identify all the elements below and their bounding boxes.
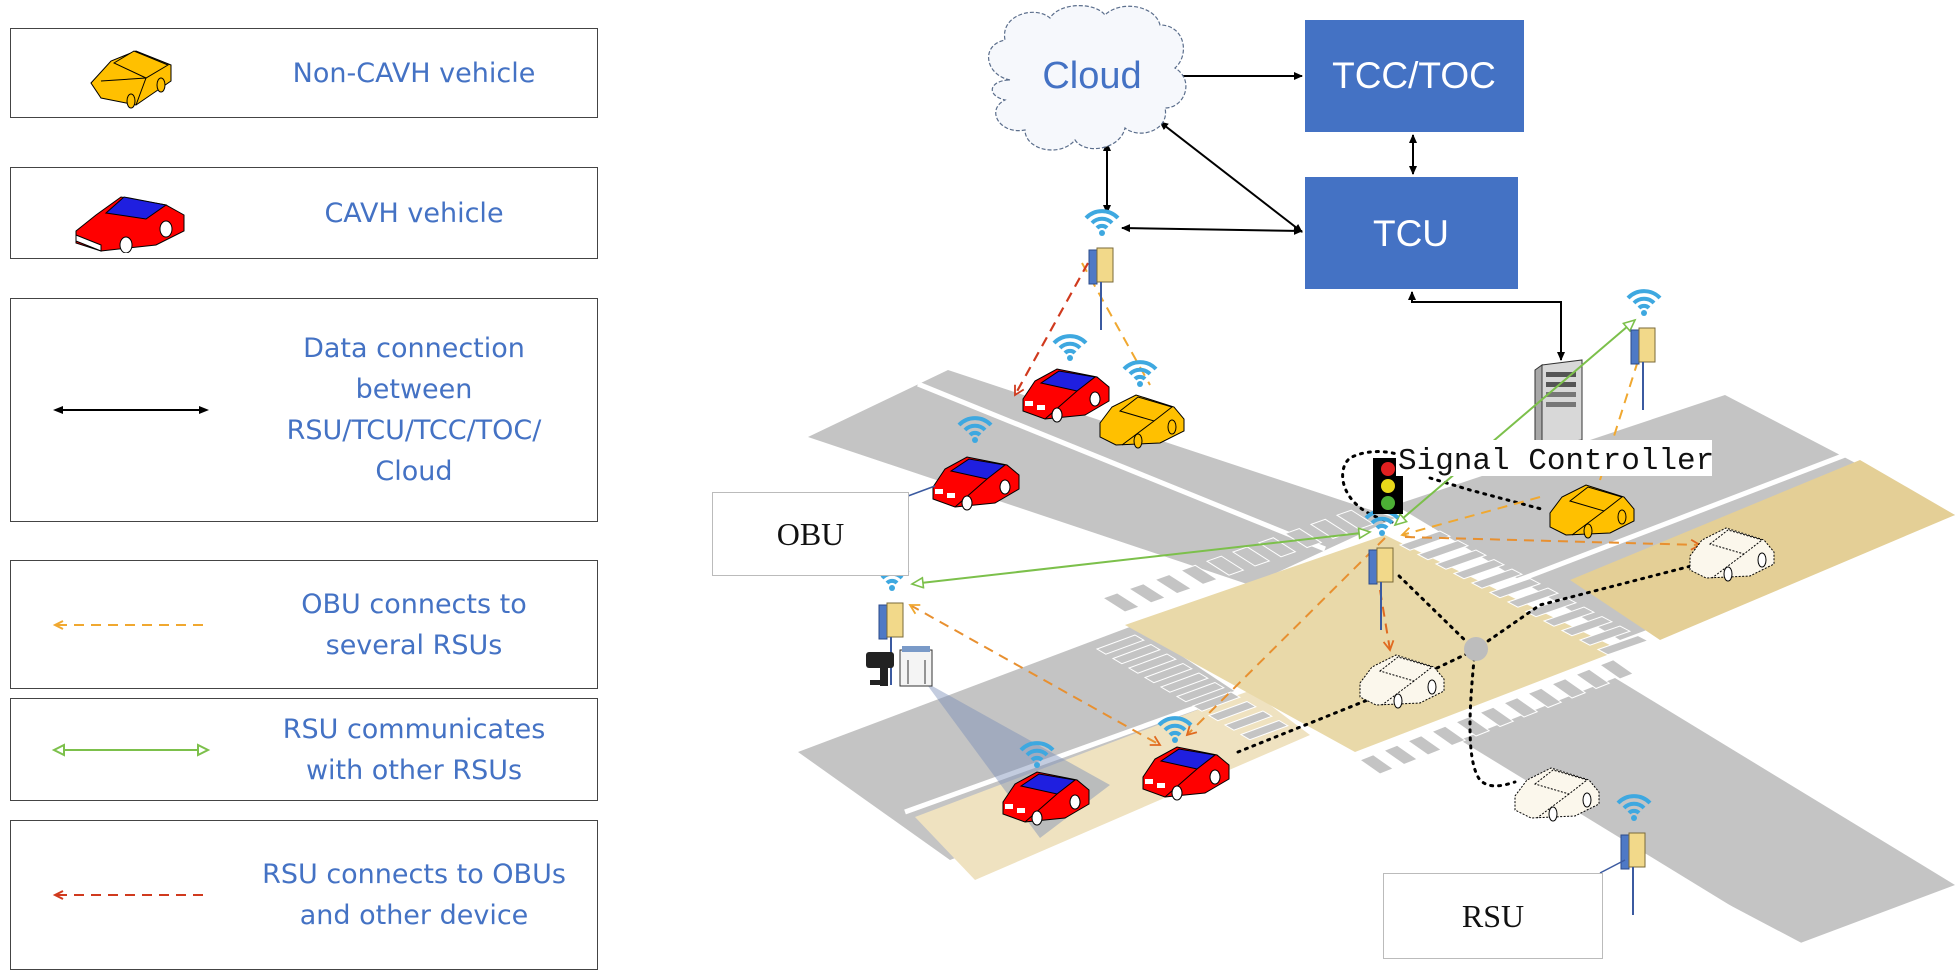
- signal-controller-label: Signal Controller: [1398, 444, 1714, 479]
- crosswalk-stripe: [1101, 592, 1141, 613]
- yellow-car-icon: [41, 29, 221, 117]
- crosswalk-stripe: [1430, 725, 1467, 747]
- legend-label: Data connection between RSU/TCU/TCC/TOC/…: [286, 333, 542, 487]
- camera-icon: [866, 652, 894, 686]
- crosswalk-stripe: [1382, 744, 1419, 766]
- tcc-toc-label: TCC/TOC: [1332, 55, 1496, 96]
- obu-callout-line: [907, 485, 936, 497]
- crosswalk-stripe: [1470, 568, 1524, 589]
- obu-rsu-links: [908, 262, 1702, 746]
- tcc-toc-node[interactable]: TCC/TOC: [1305, 20, 1524, 132]
- legend-item-data-connection: Data connection between RSU/TCU/TCC/TOC/…: [10, 298, 598, 522]
- non-cavh-vehicle[interactable]: [1099, 360, 1185, 449]
- crosswalk-stripe: [1550, 678, 1587, 699]
- crosswalk-stripe: [1578, 625, 1632, 646]
- intersection-zone: [1125, 535, 1620, 752]
- crosswalk-stripe: [1358, 754, 1395, 775]
- crosswalk-stripe: [1526, 687, 1563, 709]
- crosswalk-stripe: [1598, 659, 1635, 680]
- legend-label: RSU connects to OBUs and other device: [262, 859, 566, 931]
- data-links: [1103, 72, 1565, 361]
- road-ne-arm: [1395, 395, 1955, 640]
- crosswalk-stripe: [1159, 672, 1209, 693]
- rsu-obu-link: [1014, 262, 1089, 397]
- crosswalk-stripe: [1560, 615, 1614, 637]
- obu-label: OBU: [776, 515, 845, 552]
- edge-device-icon: [899, 646, 933, 687]
- crosswalk-stripe: [1596, 634, 1650, 656]
- crosswalk-stripe: [1239, 719, 1289, 741]
- crosswalk-stripe: [1398, 530, 1452, 551]
- crosswalk-stripe: [1478, 706, 1515, 728]
- crosswalk-stripe: [1223, 710, 1273, 731]
- cloud-label: Cloud: [1042, 55, 1141, 97]
- crosswalk-stripe: [1127, 583, 1167, 604]
- lane-divider: [917, 381, 1326, 552]
- crosswalk-stripe: [1434, 549, 1488, 570]
- legend-item-cavh: CAVH vehicle: [10, 167, 598, 259]
- orange-dashed-arrow-icon: [41, 561, 221, 688]
- crosswalk-stripe: [1191, 691, 1241, 712]
- legend-item-obu-rsu: OBU connects to several RSUs: [10, 560, 598, 689]
- lane-divider: [904, 685, 1251, 815]
- cloud-node[interactable]: Cloud: [988, 5, 1187, 151]
- obu-callout: OBU: [712, 492, 909, 576]
- rsu-rsu-links: [912, 320, 1635, 584]
- rsu-right[interactable]: [1626, 289, 1662, 411]
- crosswalk-stripe: [1542, 606, 1596, 627]
- legend-item-non-cavh: Non-CAVH vehicle: [10, 28, 598, 118]
- road-network: [798, 370, 1955, 948]
- crosswalk-stripe: [1416, 539, 1470, 561]
- rsu-top[interactable]: [1084, 209, 1120, 331]
- crosswalk-stripe: [1153, 573, 1193, 595]
- crosswalk-stripe: [1454, 716, 1491, 737]
- legend-label: OBU connects to several RSUs: [301, 588, 527, 661]
- legend-item-rsu-obu: RSU connects to OBUs and other device: [10, 820, 598, 970]
- crosswalk-stripe: [1524, 596, 1578, 618]
- rsu-callout: RSU: [1383, 873, 1603, 959]
- red-dashed-arrow-icon: [41, 821, 221, 969]
- crosswalk-stripe: [1335, 509, 1375, 530]
- crosswalk-stripe: [1175, 681, 1225, 703]
- crosswalk-stripe: [1488, 577, 1542, 599]
- green-double-arrow-icon: [41, 699, 221, 800]
- red-car-icon: [41, 168, 221, 258]
- crosswalk-stripe: [1406, 735, 1443, 756]
- road-se-arm: [1460, 678, 1955, 945]
- black-double-arrow-icon: [41, 299, 221, 521]
- cavh-vehicle[interactable]: [1022, 334, 1110, 423]
- crosswalk-stripe: [1574, 668, 1611, 690]
- rsu-label: RSU: [1461, 897, 1525, 934]
- signal-controller-server-icon: [1534, 359, 1583, 449]
- tcu-label: TCU: [1373, 213, 1449, 254]
- merge-point: [1464, 637, 1488, 661]
- zone-sw: [915, 690, 1310, 880]
- legend-item-rsu-rsu: RSU communicates with other RSUs: [10, 698, 598, 801]
- legend-label: RSU communicates with other RSUs: [282, 713, 546, 786]
- lane-divider: [1479, 452, 1846, 598]
- crosswalk-stripe: [1452, 558, 1506, 580]
- crosswalk-stripe: [1207, 700, 1257, 722]
- tcu-node[interactable]: TCU: [1305, 177, 1518, 289]
- crosswalk-stripe: [1502, 697, 1539, 718]
- rsu-callout-line: [1599, 859, 1626, 874]
- cloud-icon: [988, 5, 1187, 151]
- legend-label: Non-CAVH vehicle: [292, 57, 536, 89]
- legend-label: CAVH vehicle: [324, 197, 504, 229]
- crosswalk-stripe: [1506, 587, 1560, 608]
